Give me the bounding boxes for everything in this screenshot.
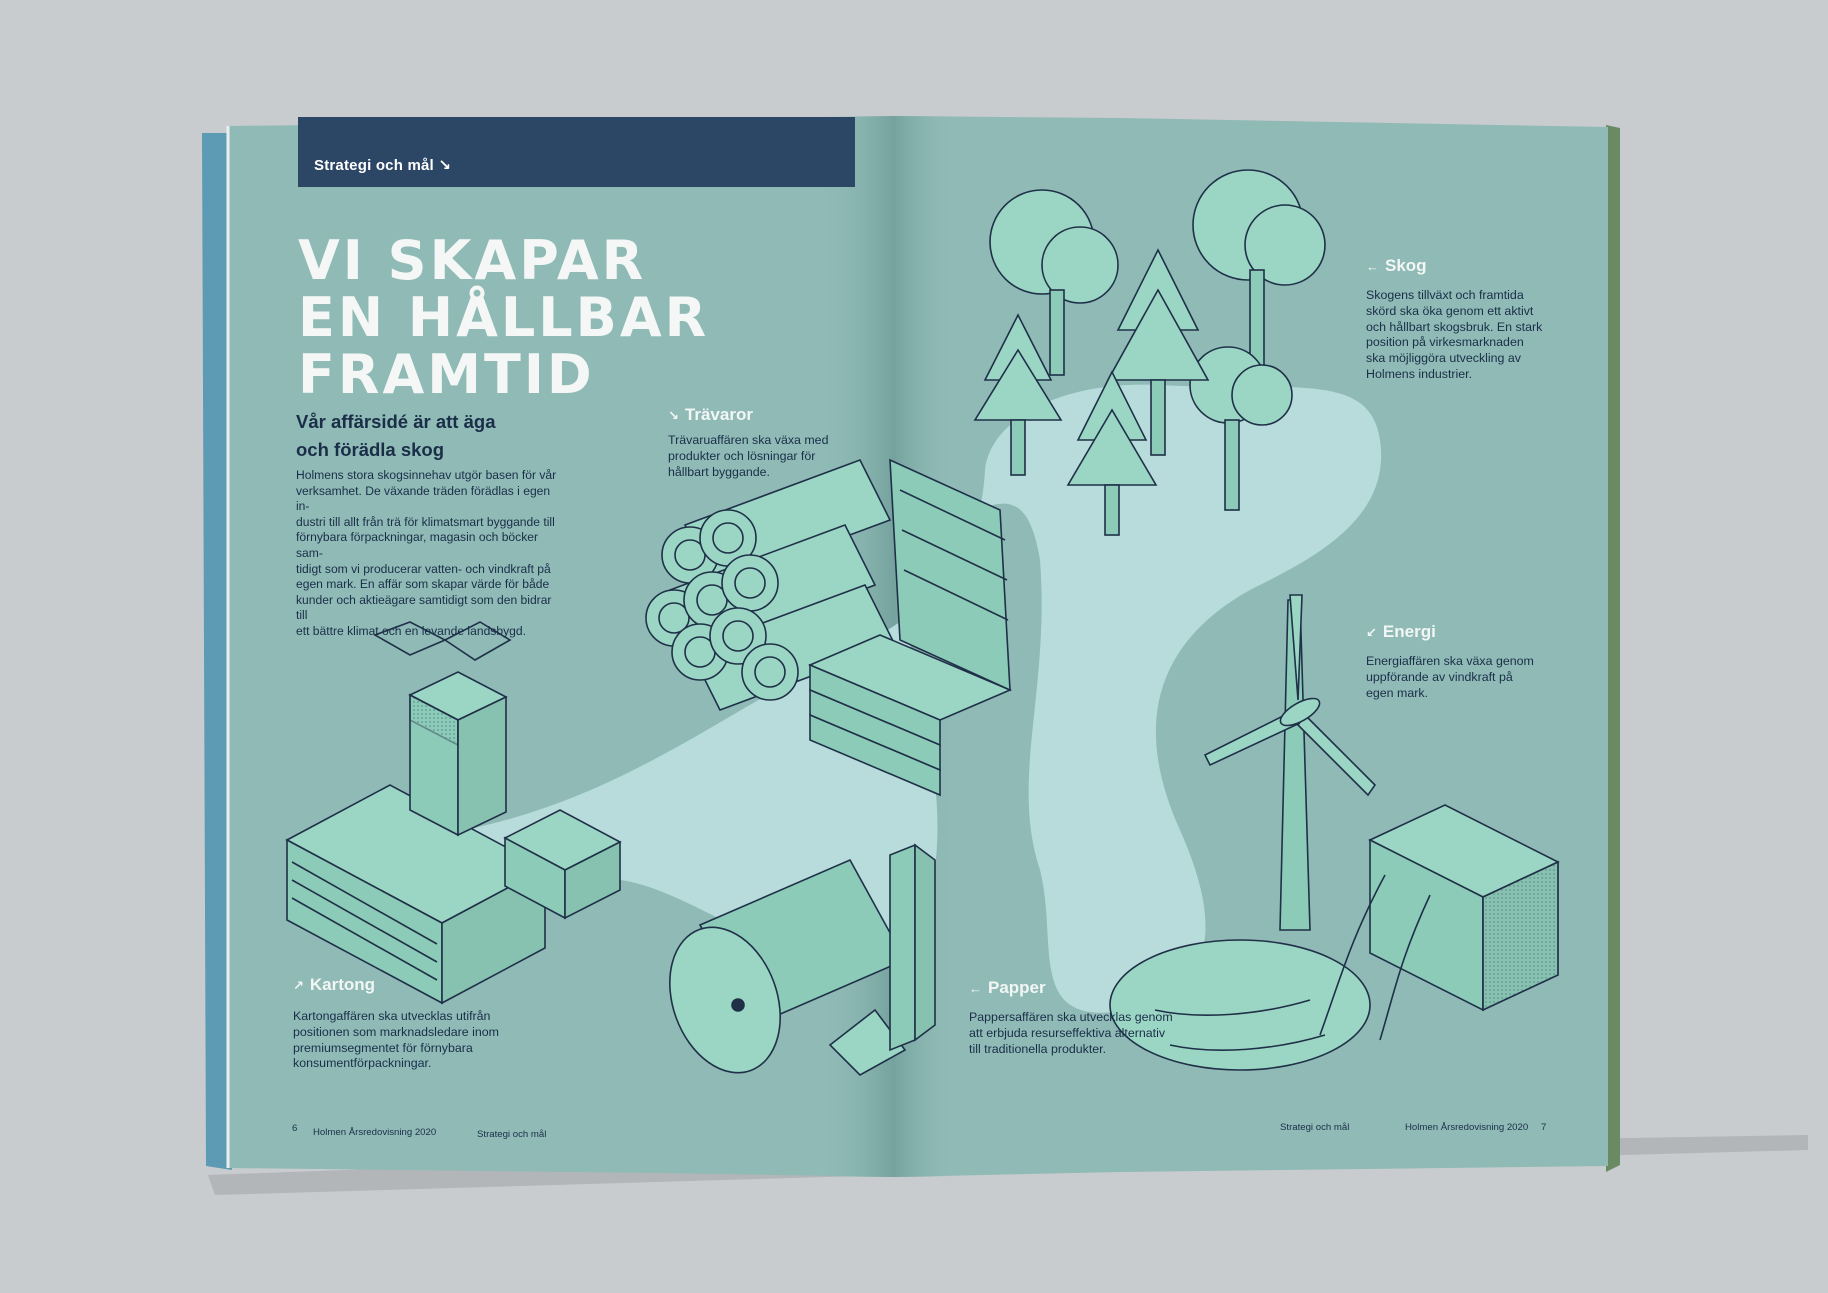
page-headline: VI SKAPAR EN HÅLLBAR FRAMTID: [298, 232, 709, 403]
intro-line: verksamhet. De växande träden förädlas i…: [296, 483, 551, 514]
papper-text: Pappersaffären ska utvecklas genom att e…: [969, 1010, 1173, 1056]
arrow-left-icon: ←: [969, 981, 982, 996]
left-footer-section: Strategi och mål: [477, 1129, 547, 1140]
right-page-number: 7: [1541, 1122, 1547, 1133]
arrow-up-right-icon: ↗: [293, 978, 304, 993]
left-page-number: 6: [292, 1123, 298, 1134]
intro-line: Holmens stora skogsinnehav utgör basen f…: [296, 468, 557, 482]
intro-line: tidigt som vi producerar vatten- och vin…: [296, 561, 551, 576]
travaror-section: ↘Trävaror Trävaruaffären ska växa med pr…: [668, 405, 858, 480]
energi-text: Energiaffären ska växa genom uppförande …: [1366, 654, 1534, 700]
headline-line: VI SKAPAR: [298, 229, 647, 292]
intro-line: ett bättre klimat och en levande landsby…: [296, 623, 526, 638]
headline-line: FRAMTID: [298, 343, 595, 406]
papper-title: ←Papper: [969, 978, 1046, 997]
travaror-text: Trävaruaffären ska växa med produkter oc…: [668, 433, 829, 479]
energi-title: ↙Energi: [1366, 622, 1436, 641]
business-idea-heading: Vår affärsidé är att äga och förädla sko…: [296, 408, 556, 464]
subhead-line: Vår affärsidé är att äga: [296, 411, 496, 432]
travaror-title: ↘Trävaror: [668, 405, 753, 424]
arrow-down-left-icon: ↙: [1366, 625, 1377, 640]
right-footer-section: Strategi och mål: [1280, 1122, 1350, 1133]
intro-line: dustri till allt från trä för klimatsmar…: [296, 514, 555, 529]
kartong-title: ↗Kartong: [293, 975, 376, 994]
section-header-label: Strategi och mål ↘: [314, 157, 452, 174]
intro-paragraph: Holmens stora skogsinnehav utgör basen f…: [296, 468, 566, 640]
skog-section: ←Skog Skogens tillväxt och framtida skör…: [1366, 256, 1556, 383]
skog-title: ←Skog: [1366, 256, 1427, 275]
arrow-down-right-icon: ↘: [668, 408, 679, 423]
left-footer-publication: Holmen Årsredovisning 2020: [313, 1127, 437, 1138]
right-footer-publication: Holmen Årsredovisning 2020: [1405, 1122, 1529, 1133]
skog-text: Skogens tillväxt och framtida skörd ska …: [1366, 288, 1543, 381]
arrow-left-icon: ←: [1366, 259, 1379, 274]
headline-line: EN HÅLLBAR: [298, 286, 710, 349]
kartong-section: ↗Kartong Kartongaffären ska utvecklas ut…: [293, 975, 523, 1072]
section-header-bar: [298, 117, 855, 187]
intro-line: förnybara förpackningar, magasin och böc…: [296, 530, 539, 560]
intro-line: kunder och aktieägare samtidigt som den …: [296, 592, 552, 623]
kartong-text: Kartongaffären ska utvecklas utifrån pos…: [293, 1009, 499, 1071]
subhead-line: och förädla skog: [296, 439, 445, 460]
energi-section: ↙Energi Energiaffären ska växa genom upp…: [1366, 622, 1556, 701]
intro-line: egen mark. En affär som skapar värde för…: [296, 577, 550, 592]
papper-section: ←Papper Pappersaffären ska utvecklas gen…: [969, 978, 1189, 1057]
